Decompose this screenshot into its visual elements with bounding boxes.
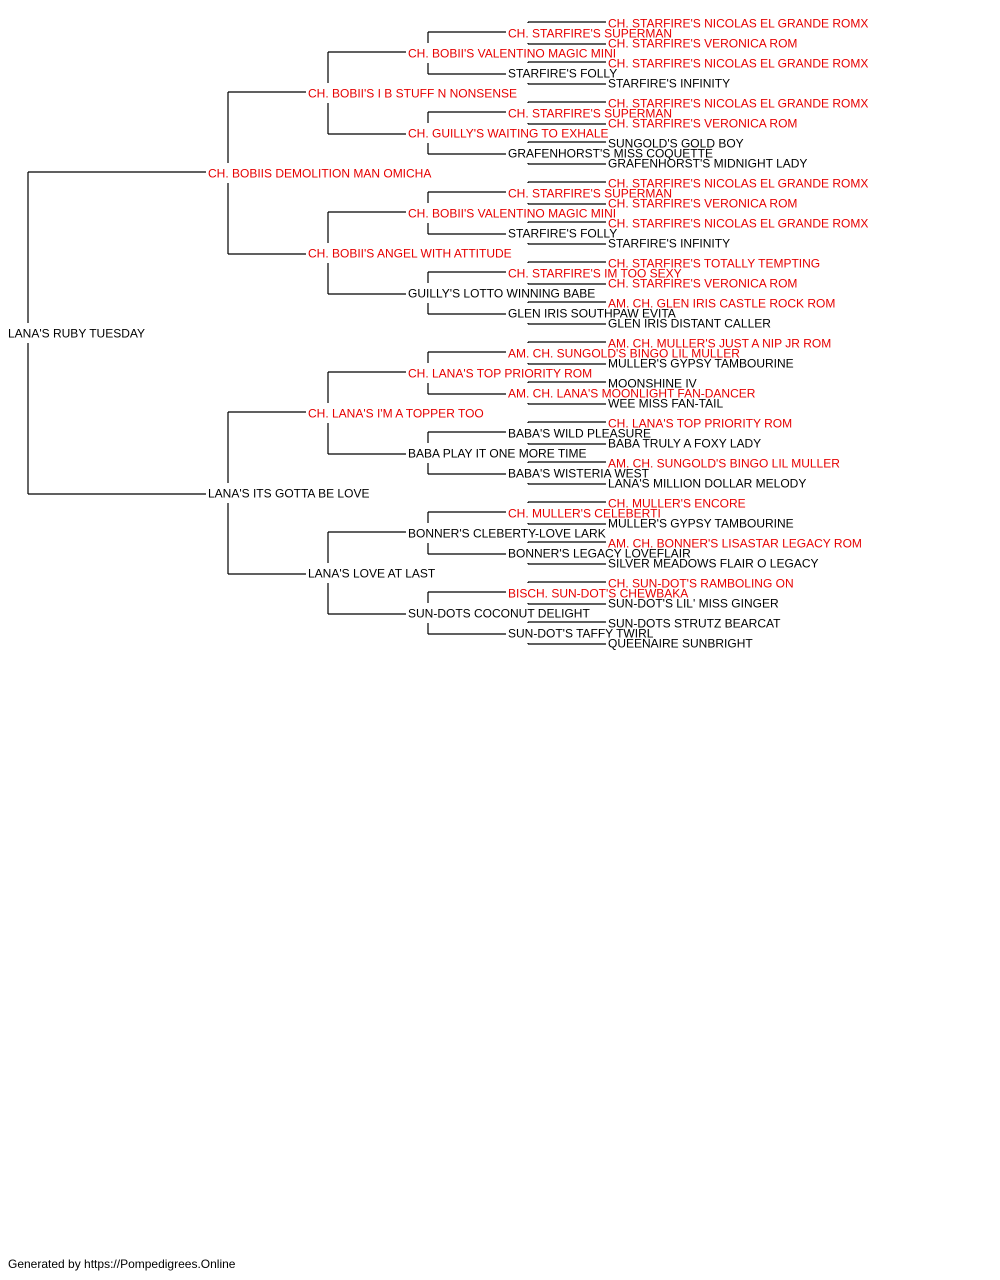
gen5-ancestor-label: CH. SUN-DOT'S RAMBOLING ON [608,577,794,591]
gen4-ancestor-label: AM. CH. LANA'S MOONLIGHT FAN-DANCER [508,387,756,401]
gen5-ancestor-label: GLEN IRIS DISTANT CALLER [608,317,771,331]
gen5-ancestor-label: AM. CH. GLEN IRIS CASTLE ROCK ROM [608,297,835,311]
gen4-ancestor-label: CH. STARFIRE'S SUPERMAN [508,187,672,201]
gen5-ancestor-label: CH. STARFIRE'S VERONICA ROM [608,277,797,291]
gen5-ancestor-label: MULLER'S GYPSY TAMBOURINE [608,357,794,371]
great-grandparent-label: CH. GUILLY'S WAITING TO EXHALE [408,127,609,141]
great-grandparent-label: CH. BOBII'S VALENTINO MAGIC MINI [408,207,616,221]
gen5-ancestor-label: CH. LANA'S TOP PRIORITY ROM [608,417,792,431]
gen5-ancestor-label: MULLER'S GYPSY TAMBOURINE [608,517,794,531]
gen4-ancestor-label: BISCH. SUN-DOT'S CHEWBAKA [508,587,688,601]
gen5-ancestor-label: CH. STARFIRE'S VERONICA ROM [608,117,797,131]
great-grandparent-label: SUN-DOTS COCONUT DELIGHT [408,607,590,621]
gen5-ancestor-label: CH. STARFIRE'S NICOLAS EL GRANDE ROMX [608,57,868,71]
gen5-ancestor-label: SUNGOLD'S GOLD BOY [608,137,744,151]
gen4-ancestor-label: STARFIRE'S FOLLY [508,227,617,241]
subject-label: LANA'S RUBY TUESDAY [8,327,145,341]
gen5-ancestor-label: GRAFENHORST'S MIDNIGHT LADY [608,157,807,171]
gen5-ancestor-label: CH. STARFIRE'S VERONICA ROM [608,197,797,211]
gen5-ancestor-label: SUN-DOT'S LIL' MISS GINGER [608,597,779,611]
grandparent-label: LANA'S LOVE AT LAST [308,567,436,581]
gen4-ancestor-label: AM. CH. SUNGOLD'S BINGO LIL MULLER [508,347,740,361]
gen4-ancestor-label: CH. STARFIRE'S IM TOO SEXY [508,267,682,281]
grandparent-label: CH. BOBII'S I B STUFF N NONSENSE [308,87,517,101]
gen5-ancestor-label: CH. STARFIRE'S NICOLAS EL GRANDE ROMX [608,217,868,231]
gen5-ancestor-label: SILVER MEADOWS FLAIR O LEGACY [608,557,819,571]
gen5-ancestor-label: QUEENAIRE SUNBRIGHT [608,637,753,651]
gen5-ancestor-label: AM. CH. SUNGOLD'S BINGO LIL MULLER [608,457,840,471]
gen5-ancestor-label: CH. STARFIRE'S TOTALLY TEMPTING [608,257,820,271]
gen5-ancestor-label: CH. STARFIRE'S NICOLAS EL GRANDE ROMX [608,97,868,111]
gen5-ancestor-label: CH. STARFIRE'S NICOLAS EL GRANDE ROMX [608,17,868,31]
gen5-ancestor-label: LANA'S MILLION DOLLAR MELODY [608,477,806,491]
great-grandparent-label: GUILLY'S LOTTO WINNING BABE [408,287,595,301]
gen5-ancestor-label: CH. STARFIRE'S VERONICA ROM [608,37,797,51]
parent-label: CH. BOBIIS DEMOLITION MAN OMICHA [208,167,431,181]
connector-lines [27,21,606,645]
gen4-ancestor-label: SUN-DOT'S TAFFY TWIRL [508,627,654,641]
gen5-ancestor-label: SUN-DOTS STRUTZ BEARCAT [608,617,781,631]
gen4-ancestor-label: STARFIRE'S FOLLY [508,67,617,81]
gen5-ancestor-label: CH. MULLER'S ENCORE [608,497,746,511]
gen5-ancestor-label: BABA TRULY A FOXY LADY [608,437,761,451]
gen5-ancestor-label: STARFIRE'S INFINITY [608,77,730,91]
great-grandparent-label: CH. LANA'S TOP PRIORITY ROM [408,367,592,381]
great-grandparent-label: BONNER'S CLEBERTY-LOVE LARK [408,527,606,541]
gen4-ancestor-label: CH. STARFIRE'S SUPERMAN [508,27,672,41]
gen5-ancestor-label: STARFIRE'S INFINITY [608,237,730,251]
gen5-ancestor-label: AM. CH. MULLER'S JUST A NIP JR ROM [608,337,831,351]
gen4-ancestor-label: GRAFENHORST'S MISS COQUETTE [508,147,713,161]
gen4-ancestor-label: CH. STARFIRE'S SUPERMAN [508,107,672,121]
gen5-ancestor-label: WEE MISS FAN-TAIL [608,397,723,411]
gen4-ancestor-label: BABA'S WILD PLEASURE [508,427,651,441]
ancestor-labels: LANA'S RUBY TUESDAY CH. BOBIIS DEMOLITION… [8,17,868,651]
great-grandparent-label: CH. BOBII'S VALENTINO MAGIC MINI [408,47,616,61]
gen4-ancestor-label: BONNER'S LEGACY LOVEFLAIR [508,547,691,561]
gen5-ancestor-label: AM. CH. BONNER'S LISASTAR LEGACY ROM [608,537,862,551]
parent-label: LANA'S ITS GOTTA BE LOVE [208,487,369,501]
great-grandparent-label: BABA PLAY IT ONE MORE TIME [408,447,587,461]
gen4-ancestor-label: GLEN IRIS SOUTHPAW EVITA [508,307,676,321]
grandparent-label: CH. LANA'S I'M A TOPPER TOO [308,407,484,421]
generated-by-footer: Generated by https://Pompedigrees.Online [8,1257,236,1271]
gen5-ancestor-label: CH. STARFIRE'S NICOLAS EL GRANDE ROMX [608,177,868,191]
grandparent-label: CH. BOBII'S ANGEL WITH ATTITUDE [308,247,512,261]
gen4-ancestor-label: BABA'S WISTERIA WEST [508,467,650,481]
gen5-ancestor-label: MOONSHINE IV [608,377,697,391]
gen4-ancestor-label: CH. MULLER'S CELEBERTI [508,507,661,521]
